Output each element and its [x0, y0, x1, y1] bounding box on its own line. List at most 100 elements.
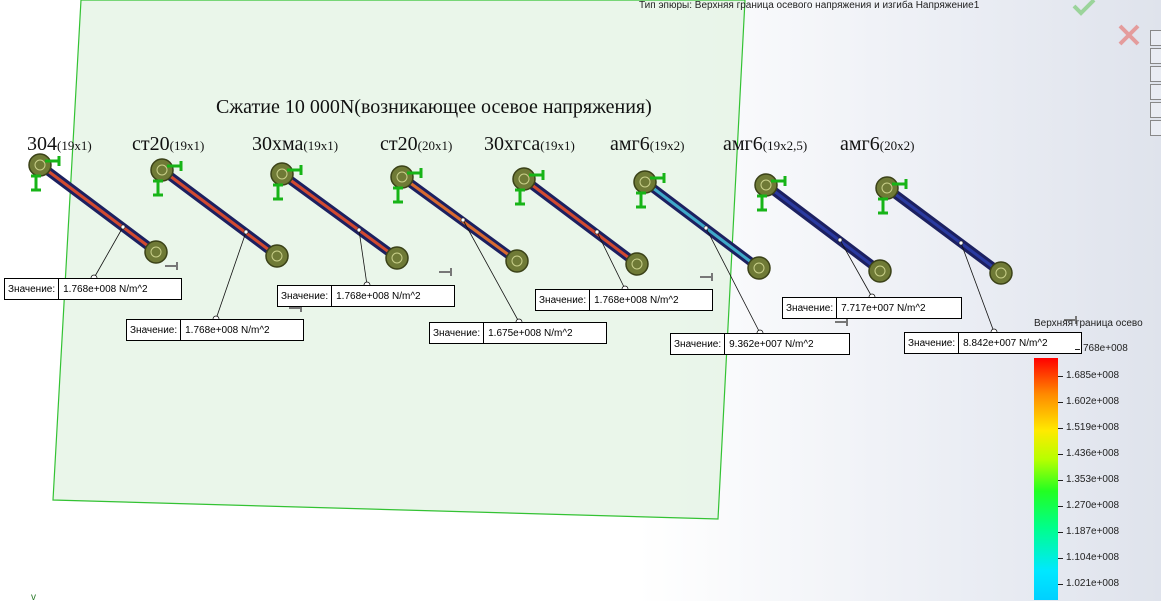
joint-ring: [760, 179, 772, 191]
beam-stress-fringe: [39, 163, 157, 254]
probe-point: [594, 229, 600, 235]
joint-ring: [156, 164, 168, 176]
probe-point: [243, 229, 249, 235]
beam-joint: [989, 261, 1013, 285]
probe-callout[interactable]: Значение:9.362e+007 N/m^2: [670, 333, 850, 355]
fixture-icon: [515, 170, 545, 206]
beam-section: (19x1): [540, 138, 575, 153]
callout-label: Значение:: [278, 286, 333, 306]
beam-heading: ст20(20x1): [380, 133, 452, 155]
probe-point: [837, 237, 843, 243]
callout-label: Значение:: [783, 298, 838, 318]
beam[interactable]: [28, 153, 168, 264]
beam-joint: [144, 240, 168, 264]
beam-joint: [505, 249, 529, 273]
view-orient-icon[interactable]: [1150, 48, 1161, 64]
callout-label: Значение:: [536, 290, 591, 310]
beam-headings: 304(19x1)ст20(19x1)30хма(19x1)ст20(20x1)…: [27, 133, 914, 155]
joint-ring: [631, 258, 643, 270]
load-arrow-icon: [439, 268, 452, 276]
beam-stress-fringe: [401, 175, 518, 263]
beam-stress-fringe: [281, 172, 398, 260]
appearance-icon[interactable]: [1150, 84, 1161, 100]
leader-line: [705, 227, 761, 334]
beam-section: (20x1): [418, 138, 453, 153]
beam[interactable]: [633, 170, 771, 280]
fixture-icon: [273, 165, 303, 201]
beam[interactable]: [754, 173, 892, 283]
probe-callout[interactable]: Значение:7.717e+007 N/m^2: [782, 297, 962, 319]
fixture-icon: [31, 156, 61, 192]
callout-label: Значение:: [5, 279, 60, 299]
callout-value: 1.768e+008 N/m^2: [185, 324, 270, 336]
leader-line: [596, 231, 626, 290]
fixture-icon: [636, 173, 666, 209]
joint-ring: [276, 168, 288, 180]
probe-callout[interactable]: Значение:1.768e+008 N/m^2: [126, 319, 304, 341]
beam-stress-fringe: [765, 183, 881, 273]
callout-label: Значение:: [430, 323, 485, 343]
load-arrow-icon: [165, 262, 178, 270]
leader-line: [960, 242, 995, 333]
joint-ring: [396, 171, 408, 183]
beam-joint: [512, 167, 536, 191]
beam-material: 30хма: [252, 133, 304, 155]
beam-joint: [265, 244, 289, 268]
beam-material: ст20: [132, 133, 170, 155]
beam-heading: амг6(20x2): [840, 133, 914, 155]
beam-section: (19x1): [57, 138, 92, 153]
callout-leaders: [90, 217, 998, 337]
beam-joint: [747, 256, 771, 280]
beam[interactable]: [390, 165, 529, 273]
joint-ring: [753, 262, 765, 274]
legend-tick: 1.187e+008: [1057, 526, 1120, 537]
beam-joint: [868, 259, 892, 283]
legend-tick: 1.104e+008: [1057, 552, 1120, 563]
checkmark-icon[interactable]: [1072, 0, 1096, 16]
probe-callout[interactable]: Значение:1.675e+008 N/m^2: [429, 322, 607, 344]
load-arrow-icon: [1064, 316, 1077, 324]
load-title: Сжатие 10 000N(возникающее осевое напряж…: [216, 96, 652, 118]
beam-section: (19x1): [170, 138, 205, 153]
beam-section: (19x1): [303, 138, 338, 153]
beam[interactable]: [270, 162, 409, 270]
beam-heading: амг6(19x2): [610, 133, 684, 155]
beam-stress-fringe: [161, 168, 278, 258]
leader-line: [462, 219, 520, 323]
callout-label: Значение:: [671, 334, 726, 354]
render-icon[interactable]: [1150, 120, 1161, 136]
beam-joint: [150, 158, 174, 182]
close-x-icon[interactable]: [1118, 24, 1140, 46]
callout-label: Значение:: [127, 320, 182, 340]
load-arrow-icon: [700, 273, 713, 281]
beam-joint: [875, 176, 899, 200]
beam[interactable]: [150, 158, 289, 268]
legend-tick: 1.021e+008: [1057, 578, 1120, 589]
probe-callout[interactable]: Значение:1.768e+008 N/m^2: [277, 285, 455, 307]
joint-ring: [511, 255, 523, 267]
probe-callout[interactable]: Значение:1.768e+008 N/m^2: [4, 278, 182, 300]
edit-icon[interactable]: [1150, 66, 1161, 82]
cube-icon[interactable]: [1150, 30, 1161, 46]
beam[interactable]: [875, 176, 1013, 285]
probe-callout[interactable]: Значение:8.842e+007 N/m^2: [904, 332, 1082, 354]
beam-stress-fringe: [644, 180, 760, 270]
legend-tick: 1.685e+008: [1057, 370, 1120, 381]
probe-callout[interactable]: Значение:1.768e+008 N/m^2: [535, 289, 713, 311]
beam-heading: ст20(19x1): [132, 133, 204, 155]
leader-line: [93, 226, 124, 279]
beam-joint: [390, 165, 414, 189]
callout-value: 7.717e+007 N/m^2: [841, 302, 926, 314]
beam-heading: 304(19x1): [27, 133, 92, 155]
legend-tick: 1.353e+008: [1057, 474, 1120, 485]
leader-line: [839, 239, 873, 298]
globe-icon[interactable]: [1150, 102, 1161, 118]
callout-value: 9.362e+007 N/m^2: [729, 338, 814, 350]
joint-ring: [150, 246, 162, 258]
beam[interactable]: [512, 167, 649, 276]
leader-line: [215, 231, 247, 320]
beam-joint: [28, 153, 52, 177]
probe-point: [460, 217, 466, 223]
joint-ring: [34, 159, 46, 171]
